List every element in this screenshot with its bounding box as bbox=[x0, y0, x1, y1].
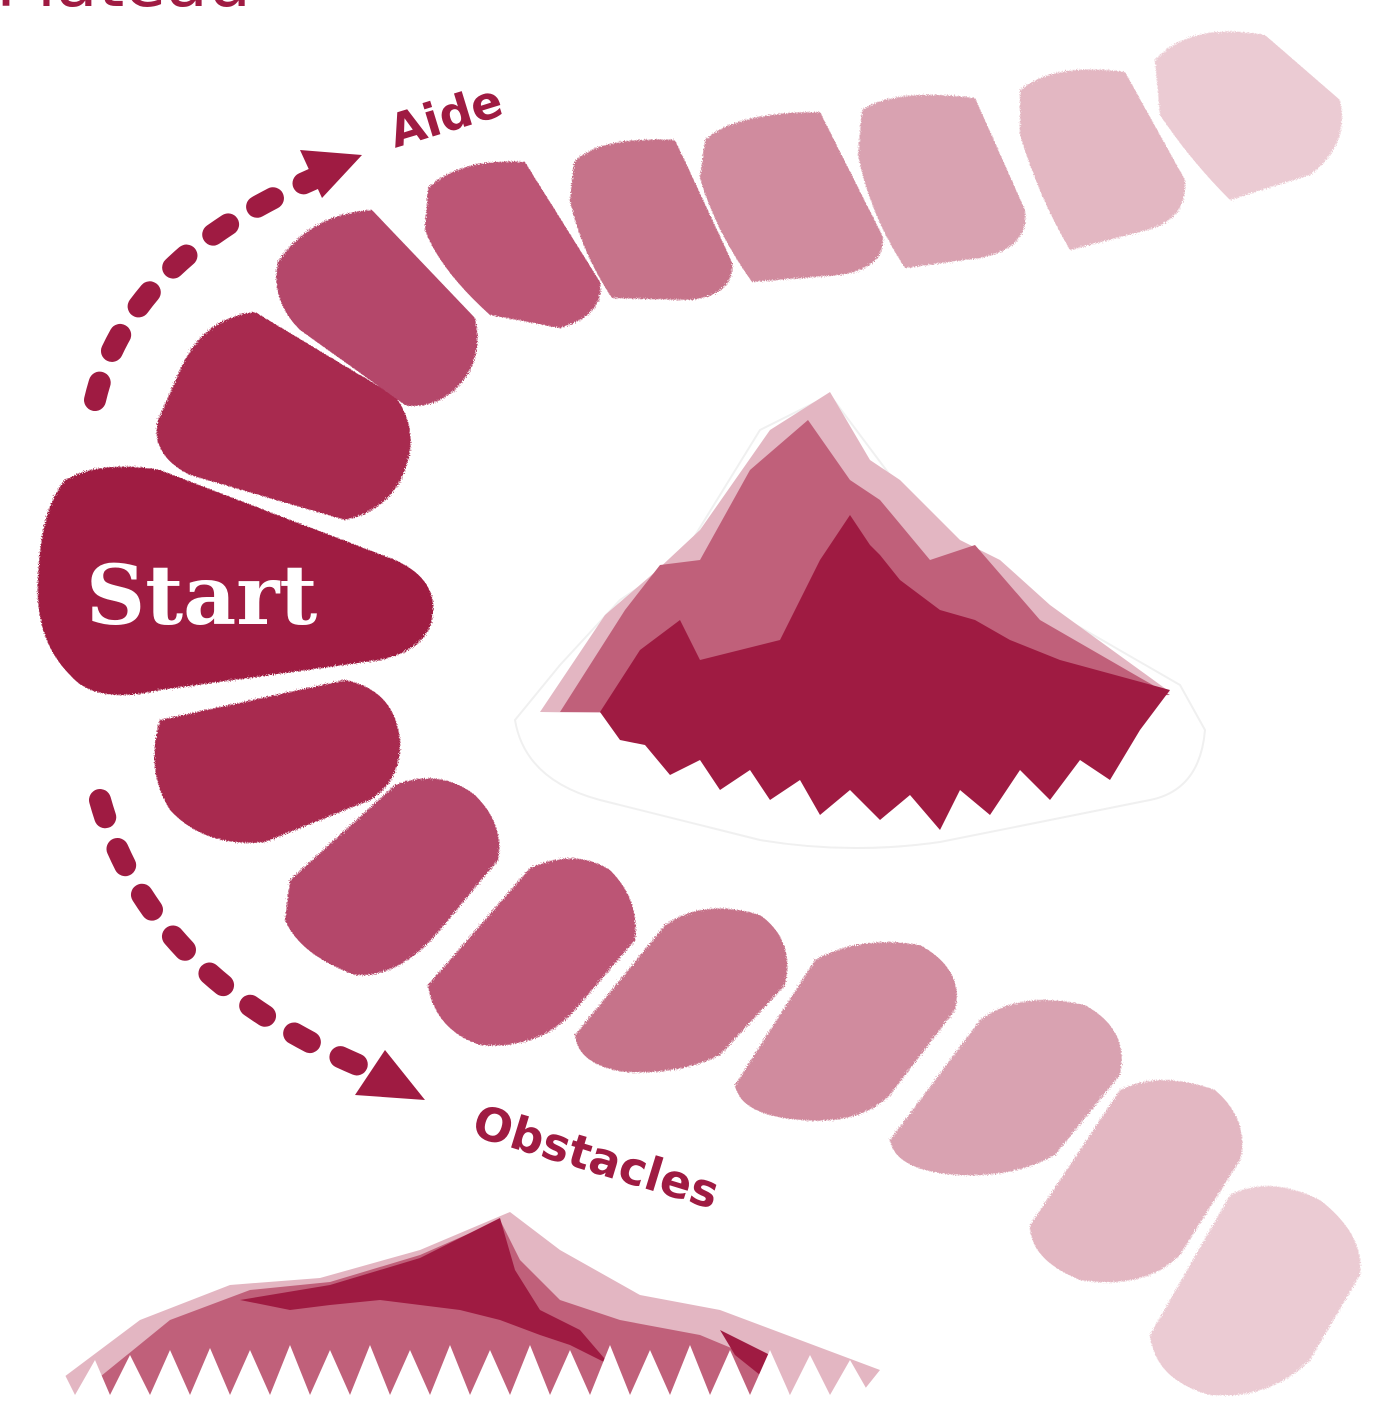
arrow-down-head bbox=[355, 1050, 425, 1100]
aide-label: Aide bbox=[382, 73, 508, 158]
mountain-peak-icon bbox=[515, 392, 1205, 848]
track-tile bbox=[1155, 32, 1342, 200]
obstacles-label: Obstacles bbox=[467, 1094, 726, 1220]
start-label: Start bbox=[86, 548, 317, 644]
page-title: Plateau bbox=[0, 0, 251, 23]
mountain-range-icon bbox=[14, 1210, 910, 1428]
track-tile bbox=[858, 95, 1025, 268]
